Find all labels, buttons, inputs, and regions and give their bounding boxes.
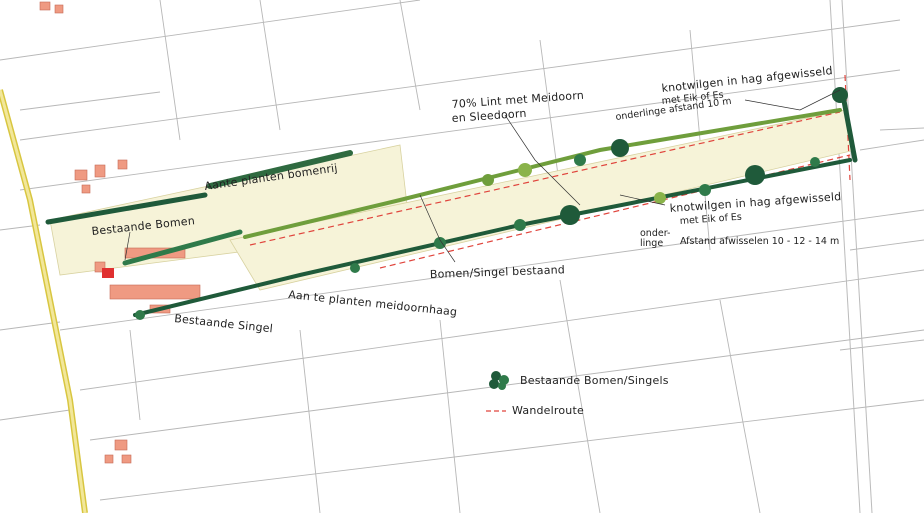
side-road	[829, 0, 924, 513]
main-road	[0, 89, 88, 513]
existing-tree-row-top	[45, 192, 208, 225]
tree-crowns	[135, 87, 848, 320]
label-onderlinge2-line2: linge	[640, 238, 663, 249]
label-lint-line2: en Sleedoorn	[451, 107, 527, 125]
label-meidoornhaag: Aan te planten meidoornhaag	[288, 288, 458, 319]
label-bestaande-singel: Bestaande Singel	[174, 312, 274, 335]
leader-lines	[124, 89, 841, 263]
label-knot-mid-line2: met Eik of Es	[679, 212, 742, 227]
legend-existing-icon	[489, 371, 509, 390]
label-onderlinge2-line1: onder-	[640, 228, 670, 239]
label-knot-top-line1: knotwilgen in hag afgewisseld	[661, 64, 833, 95]
legend: Bestaande Bomen/Singels Wandelroute	[486, 371, 669, 417]
legend-existing-label: Bestaande Bomen/Singels	[520, 374, 669, 387]
existing-singel	[133, 158, 852, 317]
existing-trees-row	[122, 229, 243, 266]
middle-tree-row	[243, 108, 842, 239]
label-bomen-singel-bestaand: Bomen/Singel bestaand	[430, 263, 566, 281]
legend-route-label: Wandelroute	[512, 404, 584, 417]
red-building	[102, 268, 114, 278]
label-knot-mid-line1: knotwilgen in hag afgewisseld	[669, 190, 841, 215]
planned-tree-row	[207, 150, 353, 189]
label-afstand: Afstand afwisselen 10 - 12 - 14 m	[680, 236, 839, 247]
